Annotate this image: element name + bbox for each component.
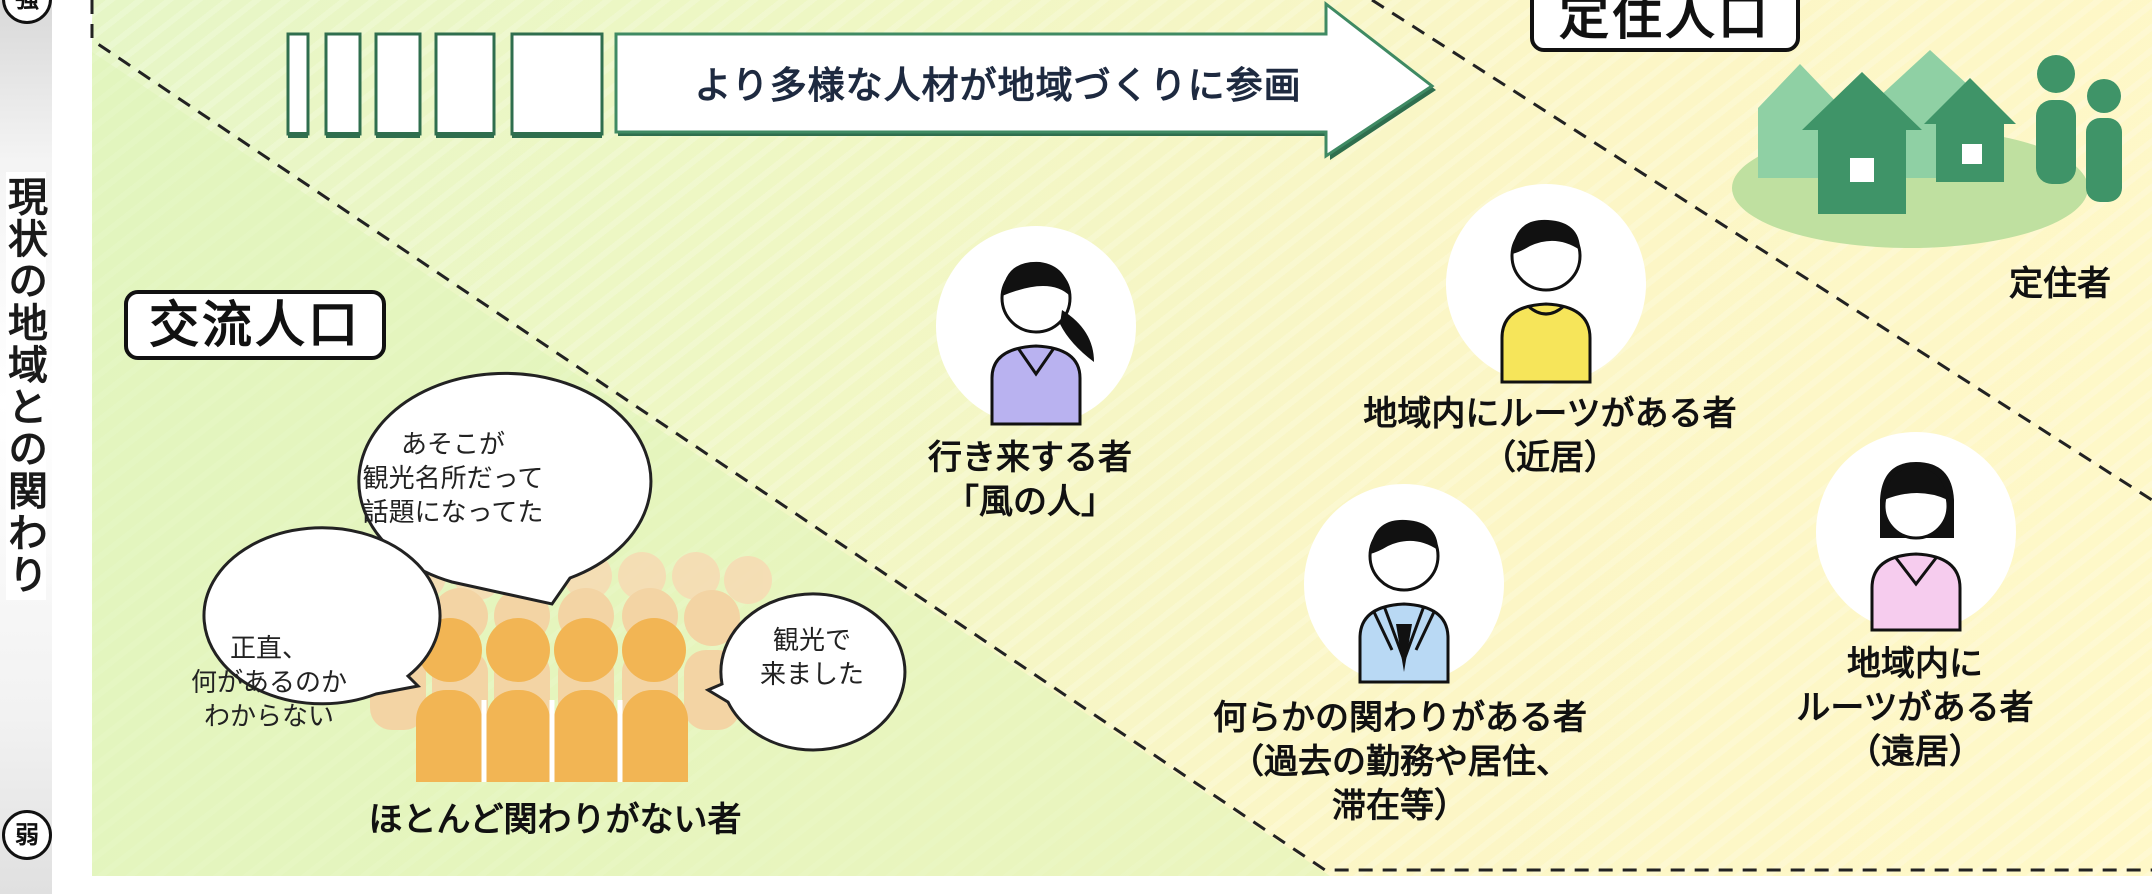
roots-nearby-line-2: （近居） <box>1482 438 1618 478</box>
famous-spot-line-3: 話題になってた <box>362 498 544 528</box>
roots-far-caption: 地域内に ルーツがある者 （遠居） <box>1760 642 2070 774</box>
step-bar-5 <box>510 32 604 136</box>
arrow-shape <box>614 0 1435 159</box>
step-bar-3 <box>374 32 422 136</box>
exchange-population-label: 交流人口 <box>124 290 386 360</box>
no-connection-caption: ほとんど関わりがない者 <box>368 800 742 840</box>
bubble-famous-spot <box>357 371 653 606</box>
bubble-famous-spot-text: あそこが 観光名所だって 話題になってた <box>340 428 566 530</box>
sightseeing-line-1: 観光で <box>772 626 851 656</box>
axis-weak-label: 弱 <box>2 810 52 860</box>
sightseeing-line-2: 来ました <box>759 660 864 690</box>
roots-far-line-3: （遠居） <box>1847 732 1983 772</box>
step-bar-1 <box>286 32 310 136</box>
step-shadows <box>288 132 602 138</box>
person-roots-far <box>1816 432 2016 632</box>
arrow-label: より多様な人材が地域づくりに参画 <box>694 64 1302 107</box>
roots-far-line-1: 地域内に <box>1847 644 1983 684</box>
bubble-sightseeing-text: 観光で 来ました <box>740 624 884 692</box>
house-illustration <box>1732 50 2122 248</box>
axis-title: 現状の地域との関わり <box>1 172 47 600</box>
comer-goer-line-1: 行き来する者 <box>928 438 1132 478</box>
person-comer-goer <box>936 226 1136 426</box>
dont-know-line-1: 正直、 <box>229 634 308 664</box>
resident-figure-1 <box>2036 100 2076 184</box>
house-big <box>1802 72 1922 214</box>
speech-bubble-shapes <box>202 371 907 752</box>
some-connection-line-3: 滞在等） <box>1332 786 1468 826</box>
resident-caption: 定住者 <box>2009 264 2111 304</box>
comer-goer-caption: 行き来する者 「風の人」 <box>880 436 1180 524</box>
roots-far-line-2: ルーツがある者 <box>1796 688 2034 728</box>
person-some-connection <box>1304 484 1504 684</box>
roots-nearby-caption: 地域内にルーツがある者 （近居） <box>1300 392 1800 480</box>
bubble-dont-know-text: 正直、 何があるのか わからない <box>166 632 372 734</box>
step-bar-2 <box>324 32 362 136</box>
progress-steps <box>286 32 604 136</box>
famous-spot-line-2: 観光名所だって <box>362 464 544 494</box>
bubble-sightseeing <box>704 592 907 752</box>
roots-nearby-line-1: 地域内にルーツがある者 <box>1363 394 1737 434</box>
comer-goer-line-2: 「風の人」 <box>945 482 1115 522</box>
resident-figure-2 <box>2086 118 2122 202</box>
famous-spot-line-1: あそこが <box>400 430 505 460</box>
dont-know-line-3: わからない <box>203 702 334 732</box>
some-connection-caption: 何らかの関わりがある者 （過去の勤務や居住、 滞在等） <box>1160 696 1640 828</box>
house-small <box>1924 78 2016 182</box>
person-roots-nearby <box>1446 184 1646 384</box>
some-connection-line-2: （過去の勤務や居住、 <box>1230 742 1570 782</box>
bubble-dont-know <box>202 526 442 706</box>
settled-population-label: 定住人口 <box>1530 0 1800 52</box>
settled-zone-boundary <box>1371 0 2152 502</box>
step-bar-4 <box>434 32 496 136</box>
dont-know-line-2: 何があるのか <box>190 668 347 698</box>
some-connection-line-1: 何らかの関わりがある者 <box>1213 698 1587 738</box>
